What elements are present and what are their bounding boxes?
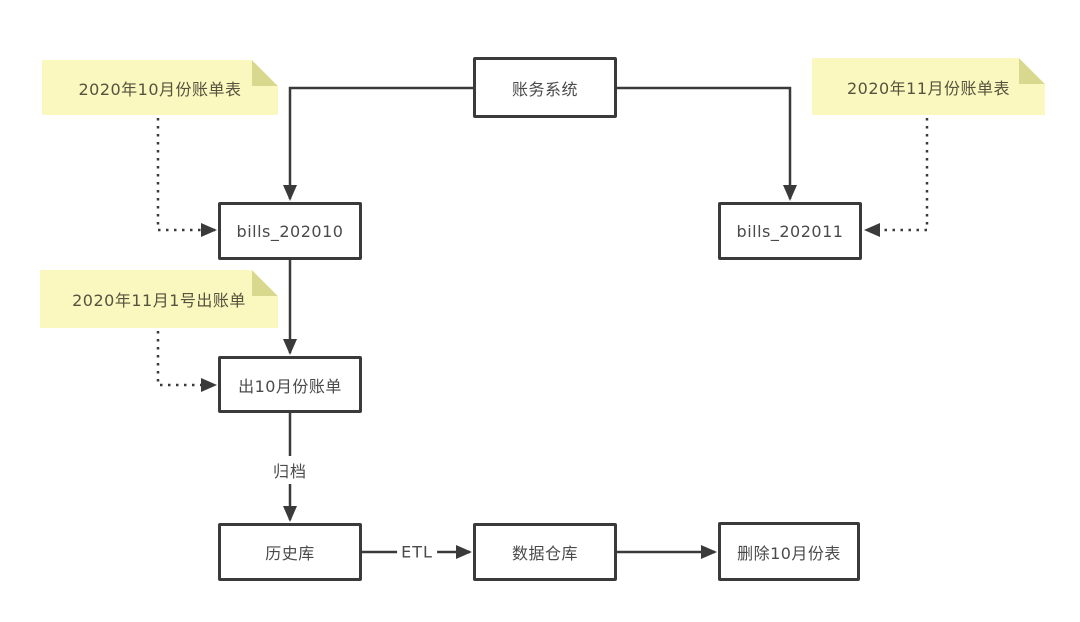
node-label: 出10月份账单 — [238, 376, 342, 396]
edge-label-archive: 归档 — [268, 456, 312, 484]
sticky-note-issue-bill-date: 2020年11月1号出账单 — [40, 270, 278, 328]
node-billing-system: 账务系统 — [473, 57, 617, 118]
node-label: 历史库 — [265, 544, 315, 563]
node-label: 数据仓库 — [511, 544, 578, 563]
sticky-note-october-bill-table: 2020年10月份账单表 — [42, 60, 278, 115]
dotted-arrow-note-october-to-bills202010 — [156, 118, 217, 237]
arrow-billing-to-bills202010 — [283, 86, 473, 201]
sticky-note-label: 2020年11月份账单表 — [846, 78, 1011, 98]
node-issue-october-bill: 出10月份账单 — [218, 356, 362, 413]
arrow-billing-to-bills202011 — [617, 86, 797, 201]
edge-label-etl: ETL — [397, 540, 437, 564]
dotted-arrow-note-november-to-bills202011 — [864, 118, 929, 237]
node-label: 账务系统 — [511, 79, 578, 99]
node-history-db: 历史库 — [218, 523, 362, 581]
sticky-note-label: 2020年11月1号出账单 — [72, 291, 246, 310]
node-label: 删除10月份表 — [737, 543, 841, 563]
sticky-note-november-bill-table: 2020年11月份账单表 — [812, 58, 1045, 115]
node-label: bills_202010 — [236, 221, 344, 241]
node-delete-october-table: 删除10月份表 — [718, 522, 860, 581]
sticky-note-label: 2020年10月份账单表 — [78, 79, 242, 99]
dotted-arrow-note-issue-to-issue — [156, 331, 217, 392]
node-bills-202010: bills_202010 — [218, 202, 362, 260]
node-label: bills_202011 — [736, 221, 844, 241]
node-bills-202011: bills_202011 — [718, 202, 862, 260]
node-data-warehouse: 数据仓库 — [473, 523, 617, 581]
